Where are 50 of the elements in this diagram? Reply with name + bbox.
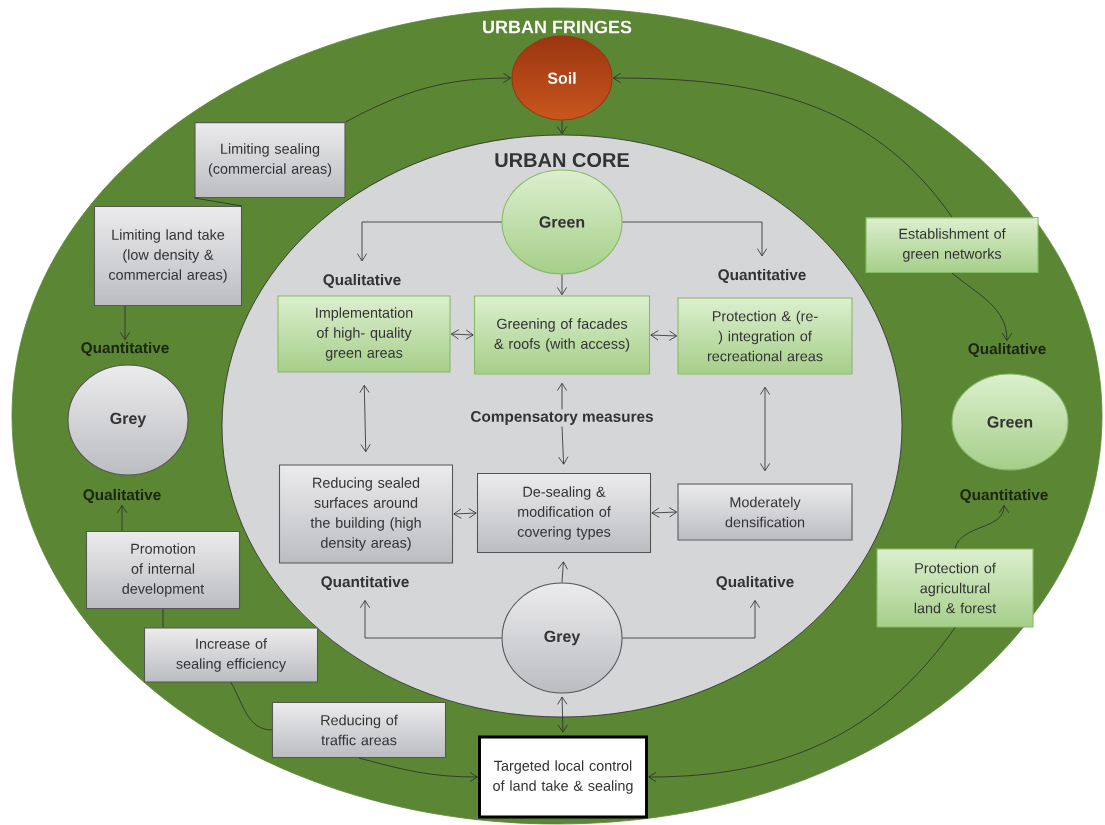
category-label: Qualitative bbox=[323, 273, 401, 289]
connector-line bbox=[162, 608, 164, 628]
text-box: Reducing sealed surfaces around the building (high density areas) bbox=[278, 464, 454, 564]
category-label: Quantitative bbox=[81, 341, 169, 357]
arrow bbox=[116, 505, 128, 532]
arrow bbox=[556, 382, 568, 410]
connector-line bbox=[194, 197, 243, 207]
text-box: Greening of facades & roofs (with access) bbox=[473, 295, 651, 375]
category-label: Compensatory measures bbox=[471, 411, 653, 425]
arrow bbox=[622, 600, 761, 639]
arrow bbox=[556, 120, 568, 135]
text-box: Limiting land take (low density & commercial areas) bbox=[93, 205, 243, 307]
arrow bbox=[556, 274, 568, 296]
category-label: Qualitative bbox=[83, 488, 161, 504]
text-box: Targeted local control of land take & sealing bbox=[478, 735, 648, 819]
arrow bbox=[622, 221, 768, 257]
arrow bbox=[612, 72, 953, 218]
text-box: Protection & (re-) integration of recreational areas bbox=[677, 297, 853, 375]
arrow bbox=[359, 600, 502, 639]
arrow bbox=[359, 384, 371, 453]
text-box: Increase of sealing efficiency bbox=[143, 627, 319, 683]
arrow bbox=[356, 221, 502, 262]
text-box: Establishment of green networks bbox=[865, 216, 1039, 274]
text-box: Promotion of internal development bbox=[85, 530, 241, 610]
text-box: Implementation of high- quality green areas bbox=[277, 295, 451, 373]
text-box: Protection of agricultural land & forest bbox=[876, 548, 1034, 628]
arrow bbox=[345, 72, 512, 123]
text-box: Moderately densification bbox=[677, 483, 853, 541]
category-label: Qualitative bbox=[716, 575, 794, 591]
arrow bbox=[557, 561, 568, 583]
arrow bbox=[453, 508, 477, 519]
arrow bbox=[651, 507, 678, 518]
arrow bbox=[450, 329, 474, 340]
text-box: De-sealing & modification of covering types bbox=[476, 472, 652, 554]
arrow bbox=[954, 505, 1010, 549]
arrow bbox=[951, 272, 1013, 341]
arrow bbox=[558, 426, 569, 465]
category-label: Quantitative bbox=[321, 575, 409, 591]
category-label: Qualitative bbox=[968, 342, 1046, 358]
arrow bbox=[648, 627, 956, 783]
text-box: Reducing of traffic areas bbox=[271, 701, 447, 759]
arrow bbox=[119, 305, 131, 340]
arrow bbox=[358, 757, 478, 783]
text-box: Limiting sealing (commercial areas) bbox=[194, 121, 346, 199]
category-label: Quantitative bbox=[960, 488, 1048, 504]
category-label: Quantitative bbox=[718, 268, 806, 284]
arrow bbox=[557, 696, 568, 733]
arrow bbox=[759, 386, 771, 472]
connector-line bbox=[230, 682, 273, 731]
arrow bbox=[650, 330, 678, 341]
